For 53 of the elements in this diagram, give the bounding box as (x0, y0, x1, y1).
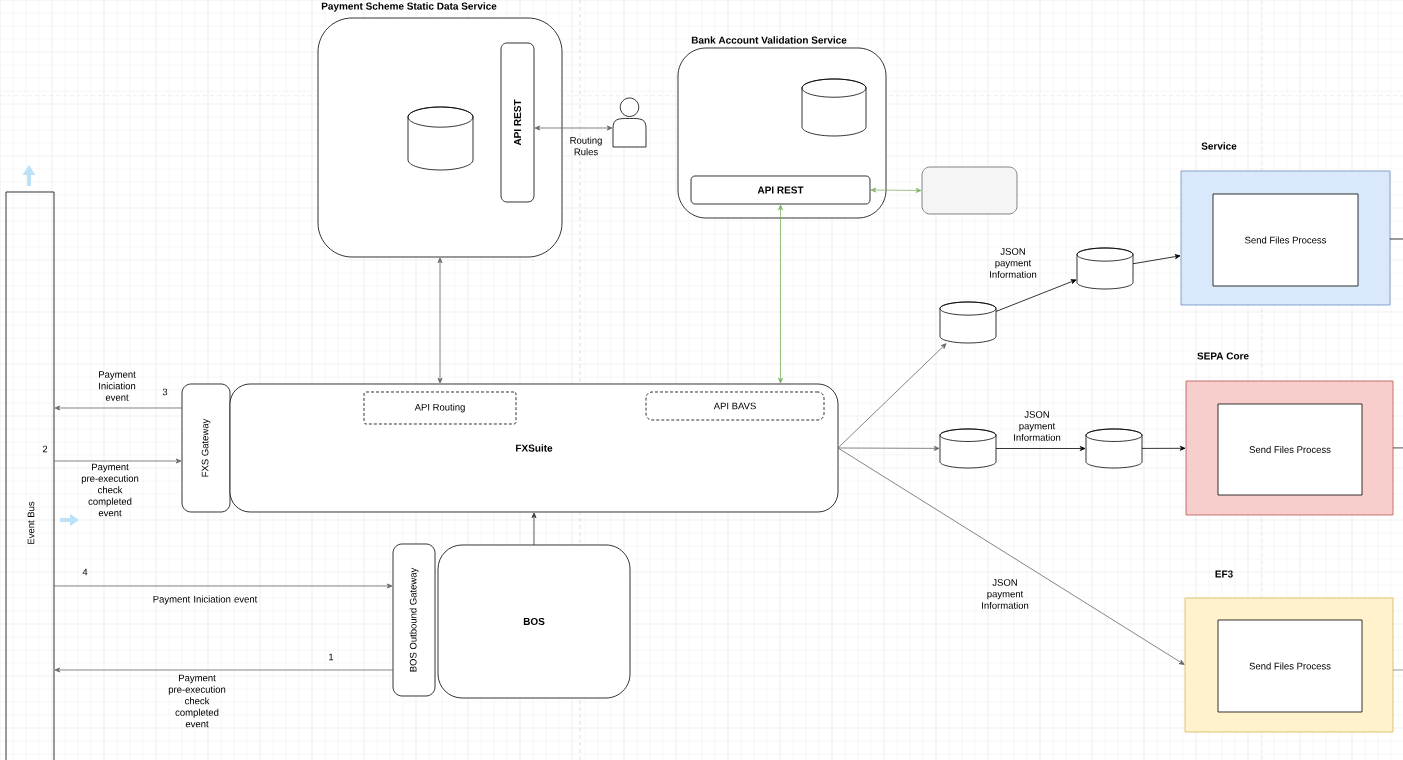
system-box: BOS (437, 544, 631, 699)
arrow (837, 445, 940, 451)
arrow (778, 204, 783, 384)
queue-cylinder (1085, 428, 1143, 469)
edge-label: Payment Iniciation event (153, 595, 258, 605)
edge-label: Payment pre-execution check completed event (168, 674, 226, 728)
edge-label: Routing Rules (570, 136, 602, 156)
node-label: EF3 (1215, 570, 1233, 578)
api-box: API REST (500, 42, 535, 203)
step-number: 2 (42, 445, 48, 453)
arrow (1141, 445, 1186, 451)
external-box (921, 166, 1018, 215)
gateway-box: FXS Gateway (181, 383, 231, 513)
process-box: Send Files Process (1217, 619, 1363, 713)
arrow (437, 257, 443, 384)
gateway-box: BOS Outbound Gateway (392, 543, 436, 697)
node-label: Payment Scheme Static Data Service (321, 2, 497, 12)
arrow (1132, 254, 1181, 265)
process-box: Send Files Process (1217, 403, 1363, 496)
connector-line (1392, 447, 1403, 449)
node-label: Service (1201, 142, 1237, 150)
database-cylinder (407, 106, 474, 171)
api-box: API BAVS (645, 391, 825, 421)
process-box: Send Files Process (1212, 193, 1359, 287)
step-number: 4 (82, 568, 88, 576)
arrow (870, 187, 922, 193)
arrow (531, 512, 537, 546)
arrow (995, 446, 1086, 451)
arrow (54, 405, 183, 411)
database-cylinder (801, 78, 867, 137)
edge-label: JSON payment Information (990, 248, 1037, 278)
connector-line (1389, 238, 1403, 240)
arrow (837, 343, 947, 449)
arrow (53, 583, 393, 589)
node-label: SEPA Core (1197, 352, 1249, 360)
arrow (995, 279, 1077, 312)
arrow (534, 125, 613, 131)
api-box: API REST (690, 175, 871, 205)
api-box: API Routing (363, 391, 517, 425)
queue-cylinder (939, 301, 997, 344)
edge-label: Payment Iniciation event (99, 371, 136, 401)
person-figure (612, 97, 647, 148)
node-label: Bank Account Validation Service (691, 36, 847, 44)
edge-label: JSON payment Information (1014, 411, 1061, 441)
edge-label: Payment pre-execution check completed event (81, 463, 139, 517)
edge-label: JSON payment Information (982, 579, 1029, 609)
queue-cylinder (1076, 247, 1134, 290)
arrow (54, 667, 394, 673)
arrow (837, 447, 1185, 665)
queue-cylinder (939, 428, 997, 469)
step-number: 3 (162, 388, 168, 396)
arrow (53, 458, 182, 464)
step-number: 1 (329, 653, 334, 661)
